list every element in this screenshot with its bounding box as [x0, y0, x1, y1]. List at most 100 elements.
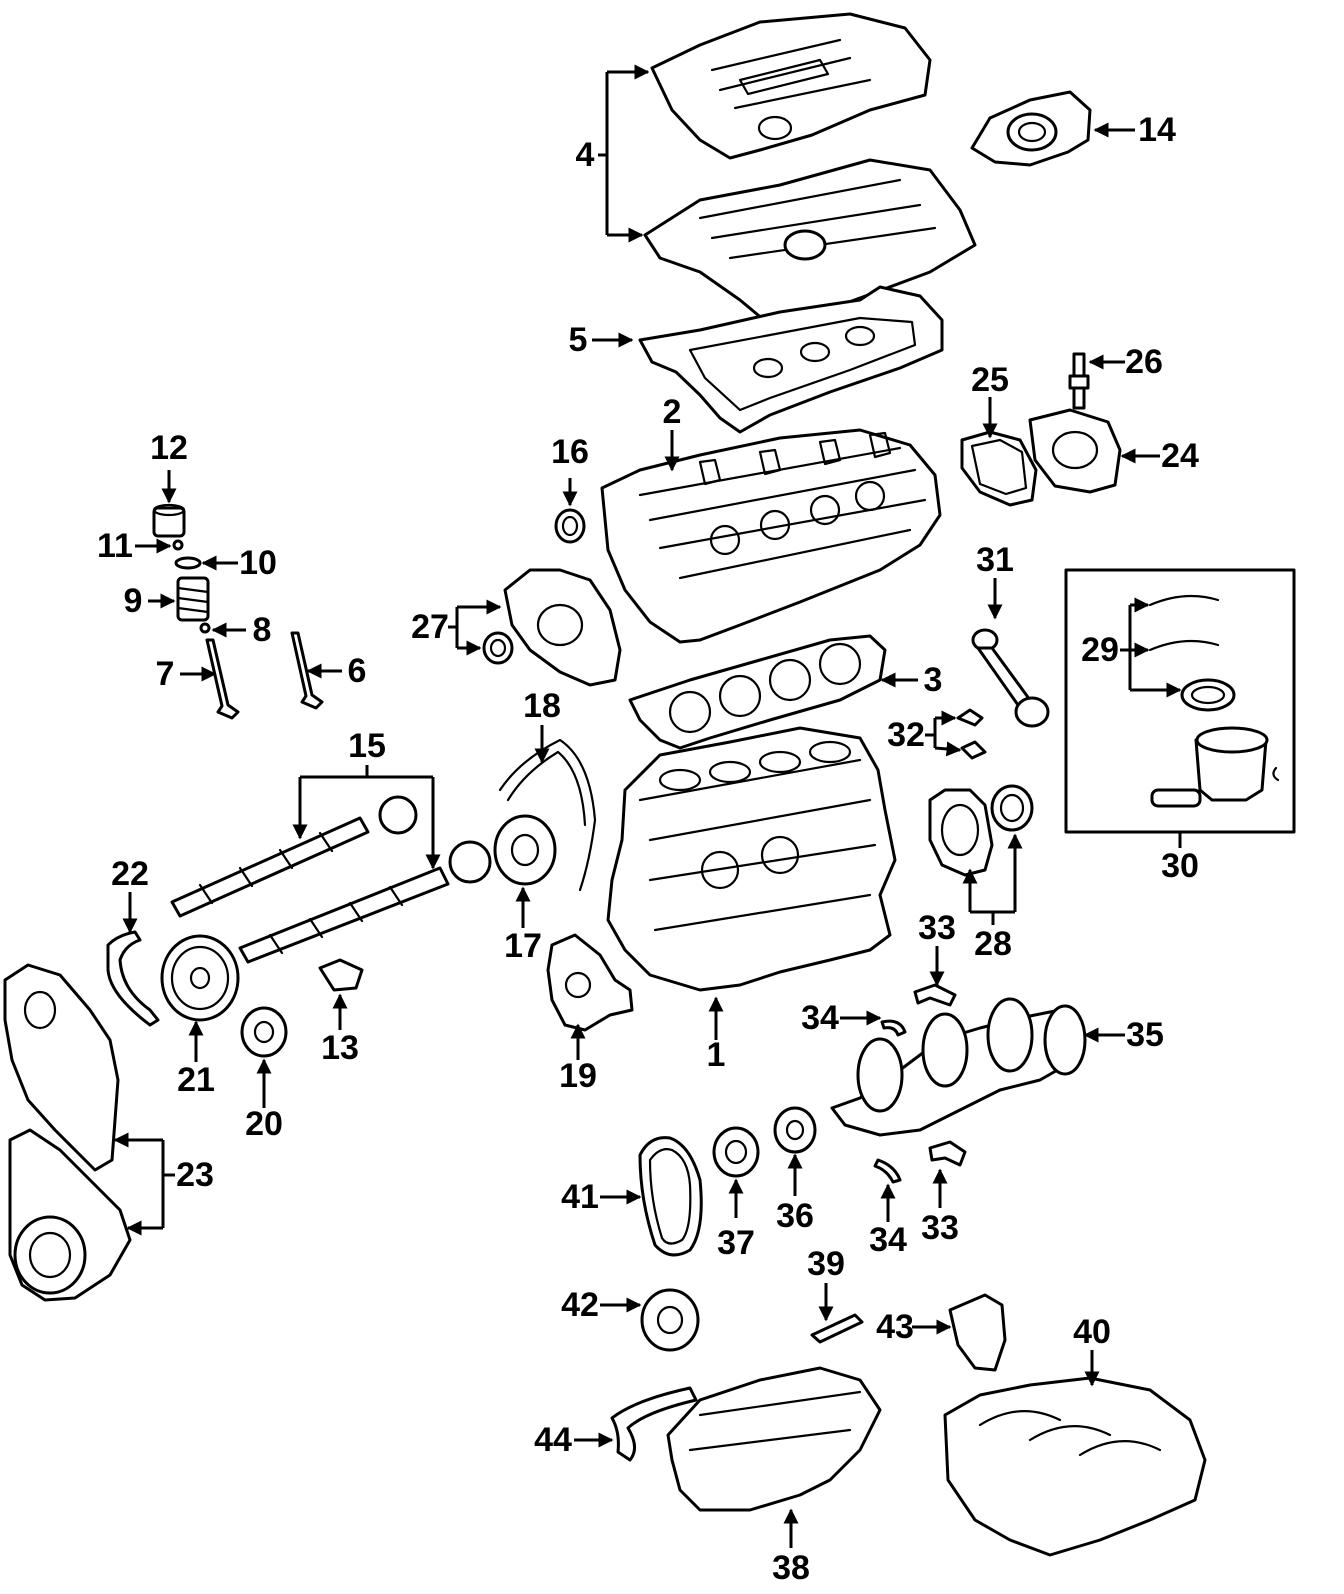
- thrust-washer-upper: [880, 1019, 907, 1037]
- intake-valve: [205, 638, 240, 720]
- rod-bearings: [956, 708, 987, 760]
- timing-belt: [106, 930, 160, 1027]
- upper-timing-cover: [3, 963, 120, 1172]
- crankshaft-gear: [712, 1126, 760, 1178]
- front-cover-seal: [482, 631, 514, 665]
- callout-35: 35: [1126, 1016, 1164, 1054]
- exhaust-camshaft: [238, 840, 492, 964]
- oil-level-sensor: [810, 1313, 864, 1344]
- callout-44: 44: [534, 1421, 572, 1459]
- callout-29: 29: [1081, 631, 1119, 669]
- callout-8: 8: [253, 611, 272, 649]
- callout-23: 23: [176, 1156, 214, 1194]
- callout-1: 1: [707, 1036, 726, 1074]
- callout-19: 19: [559, 1057, 597, 1095]
- oil-pickup-tube: [610, 1386, 698, 1462]
- callout-14: 14: [1138, 111, 1176, 149]
- callout-39: 39: [807, 1245, 845, 1283]
- oil-pump-chain: [638, 1136, 703, 1257]
- thermostat-housing: [970, 90, 1092, 167]
- piston-rings: [1148, 594, 1236, 712]
- main-bearing-lower: [928, 1140, 967, 1167]
- valve-spring-retainer: [174, 556, 202, 570]
- callout-26: 26: [1125, 343, 1163, 381]
- crankshaft-sprocket: [773, 1106, 817, 1154]
- lower-crankcase: [943, 1376, 1207, 1557]
- rear-main-seal: [990, 784, 1034, 832]
- callout-37: 37: [717, 1224, 755, 1262]
- callout-22: 22: [111, 855, 149, 893]
- leader-lines: [113, 64, 1182, 1548]
- callout-34-upper: 34: [801, 999, 839, 1037]
- callout-24: 24: [1161, 437, 1199, 475]
- main-bearing-upper: [913, 983, 957, 1007]
- connecting-rod: [971, 628, 1050, 728]
- callout-7: 7: [156, 655, 175, 693]
- callout-16: 16: [551, 433, 589, 471]
- callout-41: 41: [561, 1178, 599, 1216]
- front-cover: [503, 568, 622, 687]
- callout-42: 42: [561, 1286, 599, 1324]
- camshaft-sprocket: [160, 934, 240, 1022]
- valve-spring: [176, 576, 210, 622]
- oil-pump-assembly: [948, 1293, 1007, 1372]
- callout-31: 31: [976, 541, 1014, 579]
- timing-chain: [498, 738, 597, 892]
- intake-camshaft: [170, 795, 418, 918]
- piston: [1150, 726, 1280, 808]
- callout-30: 30: [1161, 847, 1199, 885]
- sensor: [1068, 352, 1090, 410]
- camshaft-adjuster: [493, 814, 557, 886]
- head-gasket: [628, 634, 887, 750]
- callout-6: 6: [348, 652, 367, 690]
- valve-keepers: [172, 539, 184, 551]
- callout-18: 18: [523, 687, 561, 725]
- callout-25: 25: [971, 361, 1009, 399]
- lower-timing-cover: [8, 1128, 132, 1302]
- callout-17: 17: [504, 927, 542, 965]
- hydraulic-lifter: [152, 503, 186, 538]
- callout-34-lower: 34: [869, 1221, 907, 1259]
- callout-12: 12: [150, 429, 188, 467]
- callout-43: 43: [876, 1308, 914, 1346]
- crankshaft: [830, 997, 1087, 1137]
- engine-cover-upper: [650, 12, 932, 160]
- callout-11: 11: [97, 527, 133, 565]
- oil-pump: [546, 933, 634, 1032]
- rear-housing: [1028, 408, 1122, 494]
- callout-3: 3: [924, 661, 943, 699]
- camshaft-seal: [554, 508, 586, 544]
- callout-33-lower: 33: [921, 1209, 959, 1247]
- callout-15: 15: [348, 727, 386, 765]
- callout-2: 2: [663, 393, 682, 431]
- rear-seal-carrier: [928, 788, 994, 877]
- callout-5: 5: [569, 321, 588, 359]
- crankshaft-pulley: [640, 1288, 700, 1352]
- callout-20: 20: [245, 1105, 283, 1143]
- callout-27: 27: [411, 608, 449, 646]
- callout-21: 21: [177, 1061, 215, 1099]
- callout-32: 32: [887, 716, 925, 754]
- callout-10: 10: [239, 544, 277, 582]
- belt-tensioner: [240, 1006, 288, 1058]
- callout-33-upper: 33: [918, 909, 956, 947]
- engine-block: [606, 726, 897, 992]
- callout-38: 38: [772, 1549, 810, 1587]
- thrust-washer-lower: [873, 1158, 902, 1184]
- callout-40: 40: [1073, 1313, 1111, 1351]
- engine-cover-lower: [643, 158, 977, 327]
- exhaust-valve: [290, 631, 324, 710]
- callout-9: 9: [124, 582, 143, 620]
- valve-cover-gasket: [638, 285, 944, 434]
- callout-13: 13: [321, 1029, 359, 1067]
- cylinder-head: [600, 428, 942, 644]
- rocker-arm: [318, 958, 364, 992]
- callout-36: 36: [776, 1197, 814, 1235]
- housing-gasket: [960, 430, 1038, 507]
- callout-labels: 4 14 5 26 25 24 2 16 12 11 10 9 8 7 6 27…: [97, 111, 1199, 1587]
- oil-pan: [666, 1366, 882, 1512]
- callout-4: 4: [576, 136, 595, 174]
- valve-stem-seal: [199, 622, 211, 634]
